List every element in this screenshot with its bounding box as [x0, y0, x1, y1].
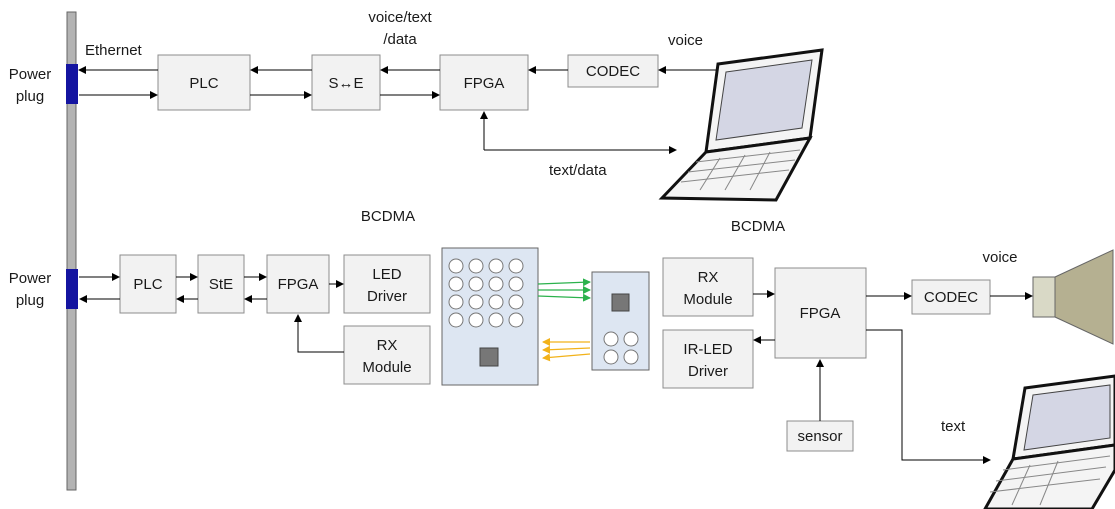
- power-plug-top: [66, 64, 78, 104]
- power-plug-bottom: [66, 269, 78, 309]
- arrow-fpga-to-laptop: [866, 329, 991, 464]
- voice-text-data-label-2: /data: [383, 31, 417, 48]
- codec-box-bottom: [911, 279, 991, 315]
- plc-label-top: PLC: [189, 75, 218, 92]
- green-beams: [537, 278, 591, 302]
- bcdma-label-left: BCDMA: [361, 208, 415, 225]
- text-label-bottom: text: [941, 418, 966, 435]
- irled-driver-label-1: IR-LED: [683, 341, 732, 358]
- irled-driver-box: [662, 329, 754, 389]
- led-driver-label-1: LED: [372, 266, 401, 283]
- plc-box-top: [157, 54, 251, 111]
- rx-module-right-label-1: RX: [698, 269, 719, 286]
- s2e-box: [311, 54, 381, 111]
- laptop-icon-bottom: [983, 374, 1115, 509]
- rx-module-right-label-2: Module: [683, 291, 732, 308]
- text-data-label: text/data: [549, 162, 607, 179]
- plc-label-bottom: PLC: [133, 276, 162, 293]
- led-array-panel: [441, 247, 539, 386]
- rx-module-box-left: [343, 325, 431, 385]
- power-plug-bottom-label-1: Power: [9, 270, 52, 287]
- plc-box-bottom: [119, 254, 177, 314]
- irled-driver-label-2: Driver: [688, 363, 728, 380]
- codec-label-top: CODEC: [586, 63, 640, 80]
- power-plug-top-label-1: Power: [9, 66, 52, 83]
- fpga-label-top: FPGA: [464, 75, 505, 92]
- voice-label-top: voice: [668, 32, 703, 49]
- fpga-label-bottom-left: FPGA: [278, 276, 319, 293]
- s2e-label: S↔E: [328, 75, 363, 92]
- fpga-label-bottom-right: FPGA: [800, 305, 841, 322]
- arrow-rx-module-to-fpga: [294, 314, 344, 353]
- fpga-box-bottom-left: [266, 254, 330, 314]
- power-plug-top-label-2: plug: [16, 88, 44, 105]
- power-plug-bottom-label-2: plug: [16, 292, 44, 309]
- speaker-icon: [1032, 249, 1114, 345]
- fpga-box-top: [439, 54, 529, 111]
- rx-module-left-label-2: Module: [362, 359, 411, 376]
- receiver-panel: [591, 271, 650, 371]
- fpga-box-bottom-right: [774, 267, 867, 359]
- codec-label-bottom: CODEC: [924, 289, 978, 306]
- laptop-icon-top: [658, 48, 824, 202]
- ethernet-label: Ethernet: [85, 42, 143, 59]
- led-driver-label-2: Driver: [367, 288, 407, 305]
- rx-module-left-label-1: RX: [377, 337, 398, 354]
- voice-label-bottom: voice: [982, 249, 1017, 266]
- power-line: [66, 11, 77, 491]
- ste-label: StE: [209, 276, 233, 293]
- bcdma-label-right: BCDMA: [731, 218, 785, 235]
- led-driver-box: [343, 254, 431, 314]
- sensor-label: sensor: [797, 428, 842, 445]
- voice-text-data-label-1: voice/text: [368, 9, 432, 26]
- yellow-beams: [542, 338, 591, 362]
- rx-module-box-right: [662, 257, 754, 317]
- ste-box: [197, 254, 245, 314]
